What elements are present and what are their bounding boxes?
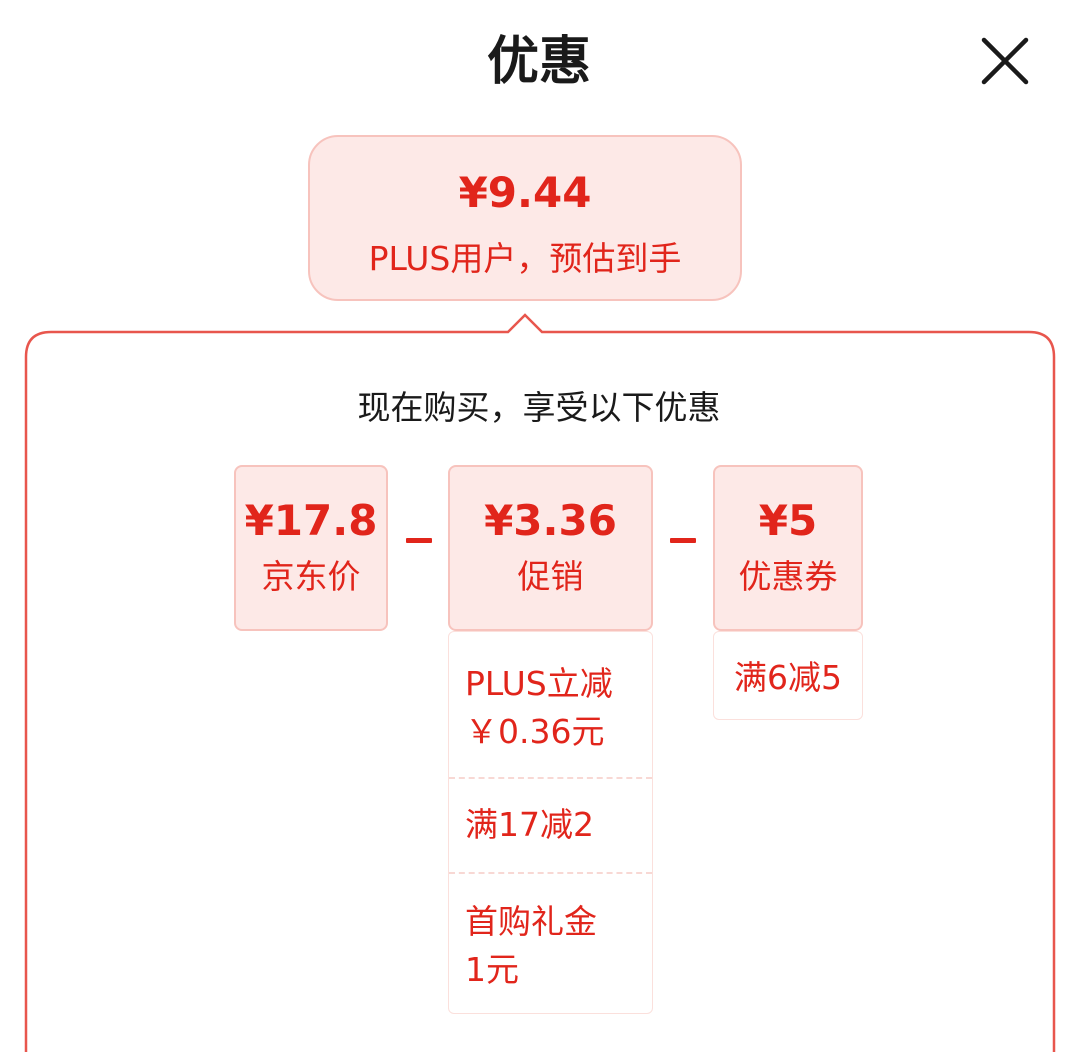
minus-sign	[670, 538, 696, 543]
jd-price-card: ¥17.8 京东价	[234, 465, 388, 631]
jd-price-label: 京东价	[261, 557, 361, 596]
estimated-price-label: PLUS用户，预估到手	[368, 239, 682, 278]
estimated-price: ¥9.44	[458, 168, 592, 217]
close-icon	[981, 37, 1029, 85]
list-item: 满6减5	[714, 632, 862, 702]
promotion-detail-list: PLUS立减 ￥0.36元 满17减2 首购礼金 1元	[448, 631, 653, 1014]
coupon-card: ¥5 优惠券	[713, 465, 863, 631]
promotion-card: ¥3.36 促销	[448, 465, 653, 631]
estimated-price-box: ¥9.44 PLUS用户，预估到手	[308, 135, 742, 301]
close-button[interactable]	[978, 34, 1032, 88]
coupon-amount: ¥5	[758, 496, 818, 545]
discount-panel-title: 现在购买，享受以下优惠	[357, 388, 721, 427]
list-item: PLUS立减 ￥0.36元	[449, 632, 652, 777]
promotion-amount: ¥3.36	[484, 496, 617, 545]
jd-price-amount: ¥17.8	[244, 496, 378, 545]
promotion-item-title: 满17减2	[465, 805, 594, 844]
list-item: 首购礼金 1元	[449, 874, 652, 1014]
coupon-detail-list: 满6减5	[713, 631, 863, 720]
coupon-label: 优惠券	[738, 557, 838, 596]
promotion-item-value: 1元	[465, 950, 519, 989]
minus-sign	[406, 538, 432, 543]
page-title: 优惠	[486, 32, 591, 92]
list-item: 满17减2	[449, 779, 652, 872]
coupon-item-title: 满6减5	[734, 658, 842, 697]
promotion-item-value: ￥0.36元	[465, 712, 605, 751]
promotion-label: 促销	[517, 557, 584, 596]
promotion-item-title: PLUS立减	[465, 664, 613, 703]
promotion-item-title: 首购礼金	[465, 902, 597, 941]
